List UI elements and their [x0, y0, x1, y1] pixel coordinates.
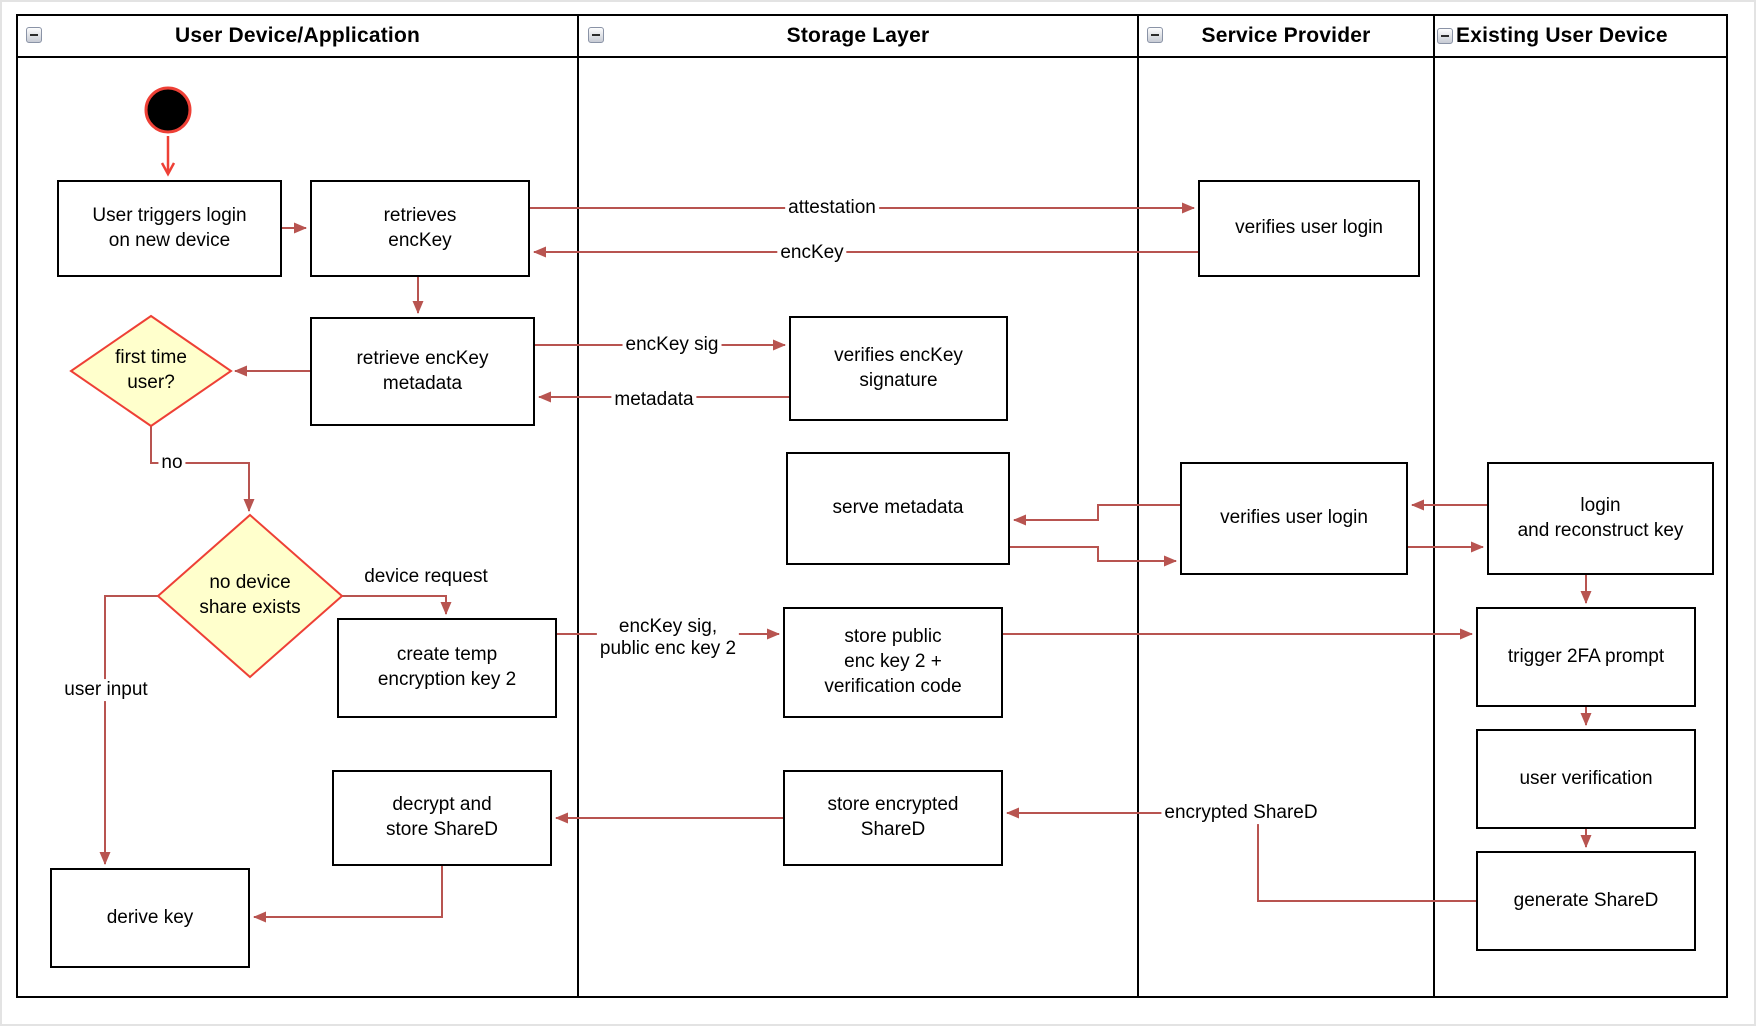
lane-header-service-provider: Service Provider [1139, 14, 1433, 58]
edge-label-attestation: attestation [785, 197, 879, 219]
node-verifies-enckey-signature[interactable]: verifies encKey signature [789, 316, 1008, 421]
node-derive-key[interactable]: derive key [50, 868, 250, 968]
node-label: verifies encKey signature [834, 344, 963, 391]
node-label: login and reconstruct key [1517, 494, 1684, 541]
edge-label-user-input: user input [61, 679, 151, 701]
connector-no-branch [150, 426, 255, 512]
minus-icon [30, 34, 38, 36]
node-label: serve metadata [832, 497, 964, 519]
swimlane-pool [16, 14, 1728, 998]
decision-no-device-share[interactable] [156, 513, 344, 679]
edge-label-encrypted-shared: encrypted ShareD [1161, 802, 1321, 824]
lane-title-text: Service Provider [1201, 24, 1371, 47]
collapse-icon[interactable] [588, 27, 604, 43]
lane-title-text: Existing User Device [1456, 24, 1668, 47]
node-label: generate ShareD [1513, 889, 1659, 911]
decision-label-no-device-share: no device share exists [199, 572, 301, 618]
node-label: create temp encryption key 2 [377, 644, 517, 690]
lane-title-text: User Device/Application [174, 24, 420, 47]
node-label: User triggers login on new device [92, 204, 247, 251]
connector-verifies-to-serve [1013, 504, 1180, 526]
edge-label-device-request: device request [364, 566, 488, 588]
edge-label-metadata: metadata [611, 389, 697, 411]
node-store-encrypted-shared[interactable]: store encrypted ShareD [783, 770, 1003, 866]
node-label: derive key [106, 906, 194, 928]
node-login-reconstruct-key[interactable]: login and reconstruct key [1487, 462, 1714, 575]
minus-icon [592, 34, 600, 36]
node-label: store encrypted ShareD [827, 794, 959, 840]
node-retrieve-enckey-metadata[interactable]: retrieve encKey metadata [310, 317, 535, 426]
connector-serve-to-verifies [1010, 546, 1177, 567]
node-label: verifies user login [1235, 217, 1383, 239]
lane-header-underline [16, 56, 1728, 58]
node-label: trigger 2FA prompt [1507, 645, 1665, 667]
node-generate-shared[interactable]: generate ShareD [1476, 851, 1696, 951]
node-label: decrypt and store ShareD [386, 794, 498, 840]
lane-title-text: Storage Layer [786, 24, 930, 47]
minus-icon [1151, 34, 1159, 36]
node-create-temp-key[interactable]: create temp encryption key 2 [337, 618, 557, 718]
node-label: retrieve encKey metadata [356, 347, 489, 394]
lane-divider [577, 14, 579, 998]
edge-label-enckey-sig: encKey sig [622, 334, 722, 356]
decision-first-time-user[interactable] [69, 314, 233, 428]
lane-header-storage-layer: Storage Layer [579, 14, 1137, 58]
edge-label-enckey-sig-public: encKey sig, public enc key 2 [596, 616, 740, 660]
node-verifies-user-login-2[interactable]: verifies user login [1180, 462, 1408, 575]
node-user-verification[interactable]: user verification [1476, 729, 1696, 829]
collapse-icon[interactable] [1437, 28, 1453, 44]
node-store-public-key[interactable]: store public enc key 2 + verification co… [783, 607, 1003, 718]
node-label: retrieves encKey [383, 204, 457, 251]
start-node[interactable] [144, 86, 192, 134]
connector-encrypted-shared [1006, 807, 1476, 902]
connector-decrypt-to-derive [253, 866, 443, 923]
minus-icon [1441, 35, 1449, 37]
node-decrypt-store-shared[interactable]: decrypt and store ShareD [332, 770, 552, 866]
node-trigger-2fa[interactable]: trigger 2FA prompt [1476, 607, 1696, 707]
node-verifies-user-login-1[interactable]: verifies user login [1198, 180, 1420, 277]
collapse-icon[interactable] [26, 27, 42, 43]
node-retrieves-enckey[interactable]: retrieves encKey [310, 180, 530, 277]
decision-label-first-time: first time user? [115, 347, 187, 393]
node-serve-metadata[interactable]: serve metadata [786, 452, 1010, 565]
connector-device-request [342, 595, 452, 615]
collapse-icon[interactable] [1147, 27, 1163, 43]
lane-header-user-device: User Device/Application [18, 14, 577, 58]
node-label: store public enc key 2 + verification co… [824, 626, 962, 697]
lane-header-existing-user-device: Existing User Device [1437, 14, 1727, 58]
node-label: user verification [1519, 767, 1653, 789]
connector-user-input [99, 595, 158, 865]
edge-label-no: no [158, 452, 186, 474]
node-user-triggers-login[interactable]: User triggers login on new device [57, 180, 282, 277]
node-label: verifies user login [1220, 507, 1368, 529]
edge-label-enckey: encKey [777, 242, 847, 264]
